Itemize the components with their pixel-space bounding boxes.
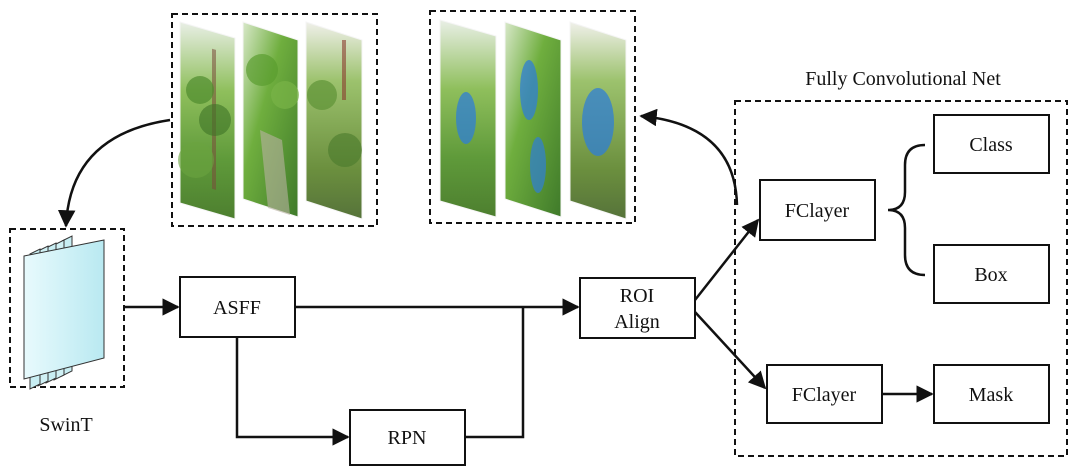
input-image-2	[242, 21, 299, 218]
roi-label-line2: Align	[614, 311, 660, 333]
input-image-frame	[171, 13, 378, 227]
output-image-group	[429, 10, 636, 224]
swint-label: SwinT	[39, 414, 92, 436]
box-label: Box	[974, 264, 1007, 286]
fcn-frame	[734, 100, 1068, 457]
class-label: Class	[969, 134, 1013, 156]
swint-layer-stack	[23, 235, 105, 390]
output-image-1	[439, 19, 497, 218]
mask-overlay-3	[582, 88, 614, 156]
box-node[interactable]: Box	[933, 244, 1050, 304]
roi-align-node[interactable]: ROI Align	[579, 277, 696, 339]
connectors	[57, 108, 934, 446]
output-image-3	[569, 21, 627, 220]
arrow-roi-fclayer-bottom	[694, 311, 767, 390]
mask-overlay-1	[456, 92, 476, 144]
rpn-node[interactable]: RPN	[349, 409, 466, 466]
swint-block	[9, 228, 125, 390]
fcn-title: Fully Convolutional Net	[805, 68, 1001, 90]
asff-label: ASFF	[213, 297, 261, 319]
asff-node[interactable]: ASFF	[179, 276, 296, 338]
mask-overlay-2	[520, 60, 538, 120]
rpn-label: RPN	[388, 427, 427, 449]
fclayer-top-node[interactable]: FClayer	[759, 179, 876, 241]
curve-fcn-to-output	[639, 108, 739, 206]
input-image-3	[305, 21, 363, 220]
class-node[interactable]: Class	[933, 114, 1050, 174]
mask-node[interactable]: Mask	[933, 364, 1050, 424]
output-image-frame	[429, 10, 636, 224]
output-image-2	[504, 21, 562, 218]
line-rpn-merge	[465, 307, 525, 439]
curve-input-to-swint	[57, 118, 171, 228]
fclayer-bottom-node[interactable]: FClayer	[766, 364, 883, 424]
fclayer-bottom-label: FClayer	[792, 384, 857, 406]
input-image-1	[178, 21, 236, 220]
arrow-asff-rpn	[235, 337, 350, 446]
brace-icon	[887, 143, 926, 277]
roi-label-line1: ROI	[620, 285, 654, 307]
arrow-roi-fclayer-top	[694, 218, 760, 301]
input-image-group	[171, 13, 378, 227]
fclayer-top-label: FClayer	[785, 200, 850, 222]
mask-label: Mask	[969, 384, 1013, 406]
